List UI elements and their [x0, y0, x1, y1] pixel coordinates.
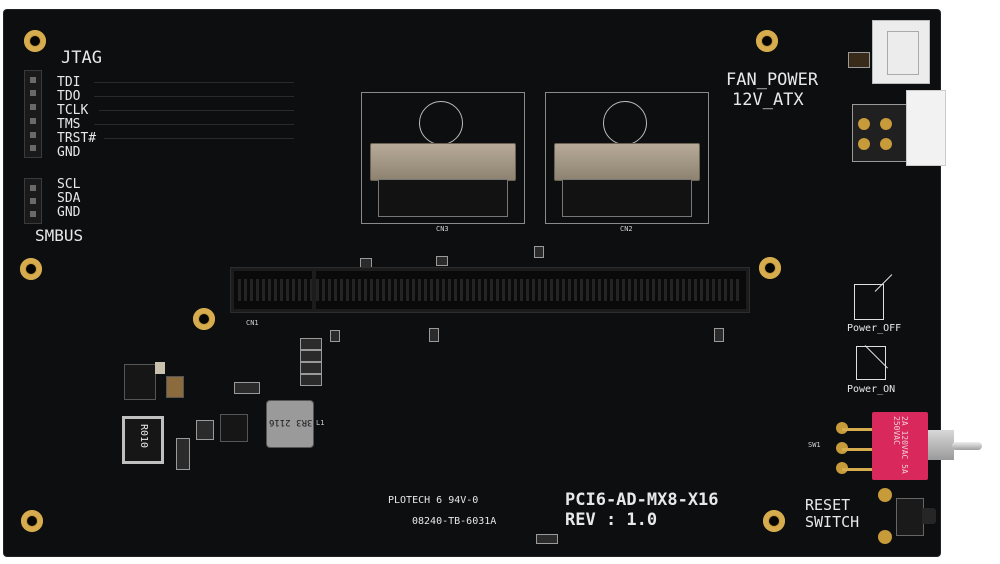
mounting-hole — [193, 308, 215, 330]
smbus-title: SMBUS — [35, 226, 84, 245]
l1-label: L1 — [316, 419, 325, 427]
controller-ic — [220, 414, 248, 442]
switch-label: SWITCH — [805, 513, 860, 531]
mounting-hole — [21, 510, 43, 532]
jtag-pin-tdi: TDI — [57, 75, 81, 90]
power-on-symbol — [856, 345, 888, 380]
smbus-pin-scl: SCL — [57, 177, 81, 192]
mounting-hole — [24, 30, 46, 52]
mounting-hole — [759, 257, 781, 279]
connector-cn3-outline — [361, 92, 525, 224]
toggle-switch-body: 2A 120VAC 5A 250VAC — [872, 412, 928, 480]
cn2-label: CN2 — [620, 225, 633, 233]
mounting-hole — [756, 30, 778, 52]
atx-label: 12V_ATX — [732, 90, 804, 110]
sw1-label: SW1 — [808, 441, 821, 449]
power-toggle-switch[interactable]: 2A 120VAC 5A 250VAC — [832, 412, 982, 484]
power-on-label: Power_ON — [847, 384, 896, 395]
board-revision: REV : 1.0 — [565, 510, 658, 530]
r010-label: R010 — [138, 423, 150, 449]
jtag-header — [24, 70, 42, 158]
smbus-pin-gnd: GND — [57, 205, 81, 220]
inductor-label: 3R3 2116 — [269, 417, 313, 427]
inductor-l1: 3R3 2116 — [266, 400, 314, 448]
fan-power-connector — [872, 20, 930, 84]
sff-connector-cn3 — [370, 143, 516, 181]
jtag-pin-tms: TMS — [57, 117, 81, 132]
reset-switch[interactable] — [872, 488, 936, 544]
sff-connector-cn2 — [554, 143, 700, 181]
jtag-title: JTAG — [61, 48, 102, 68]
part-code: 08240-TB-6031A — [412, 516, 497, 527]
mounting-hole — [763, 510, 785, 532]
jtag-pin-tclk: TCLK — [57, 103, 89, 118]
connector-cn2-outline — [545, 92, 709, 224]
cn3-label: CN3 — [436, 225, 449, 233]
regulator-ic — [124, 364, 156, 400]
jtag-pin-trst: TRST# — [57, 131, 97, 146]
atx-12v-connector — [852, 90, 946, 166]
cn1-label: CN1 — [246, 319, 259, 327]
power-off-label: Power_OFF — [847, 323, 902, 334]
pcb-board: JTAG TDI TDO TCLK TMS TRST# GND SCL SDA … — [4, 10, 982, 556]
power-off-symbol — [854, 274, 893, 320]
toggle-switch-rating: 2A 120VAC 5A 250VAC — [892, 416, 909, 474]
fan-power-label: FAN_POWER — [726, 70, 819, 90]
jtag-pin-tdo: TDO — [57, 89, 81, 104]
reset-label: RESET — [805, 496, 851, 514]
board-model: PCI6-AD-MX8-X16 — [565, 490, 719, 510]
current-sense-resistor: R010 — [122, 416, 164, 464]
jtag-pin-gnd: GND — [57, 145, 81, 160]
capacitor — [166, 376, 184, 398]
smbus-header — [24, 178, 42, 224]
pcie-x16-slot — [231, 268, 749, 312]
smbus-pin-sda: SDA — [57, 191, 81, 206]
mounting-hole — [20, 258, 42, 280]
maker-mark: PLOTECH 6 94V-0 — [388, 495, 479, 506]
